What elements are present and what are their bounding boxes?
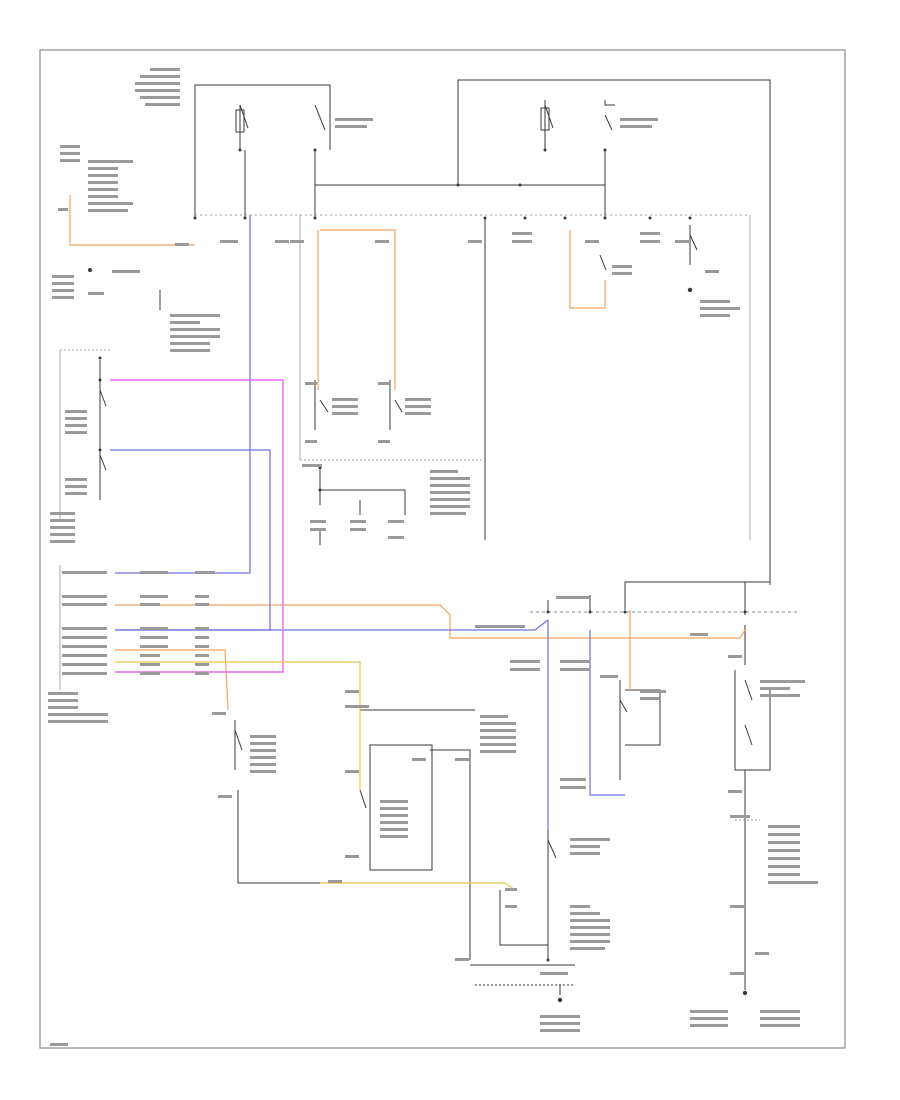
orange-wires	[69, 195, 746, 711]
blue-wires	[110, 215, 625, 830]
illegible-label-marks	[48, 68, 818, 1046]
yellow-wires	[115, 661, 516, 891]
black-wires	[59, 79, 800, 995]
diagram-frame	[39, 49, 846, 1049]
switch-icon	[99, 104, 753, 859]
relay-coil-icon	[235, 107, 550, 133]
ground-icon	[88, 268, 748, 1003]
connector-dots	[98, 148, 747, 962]
